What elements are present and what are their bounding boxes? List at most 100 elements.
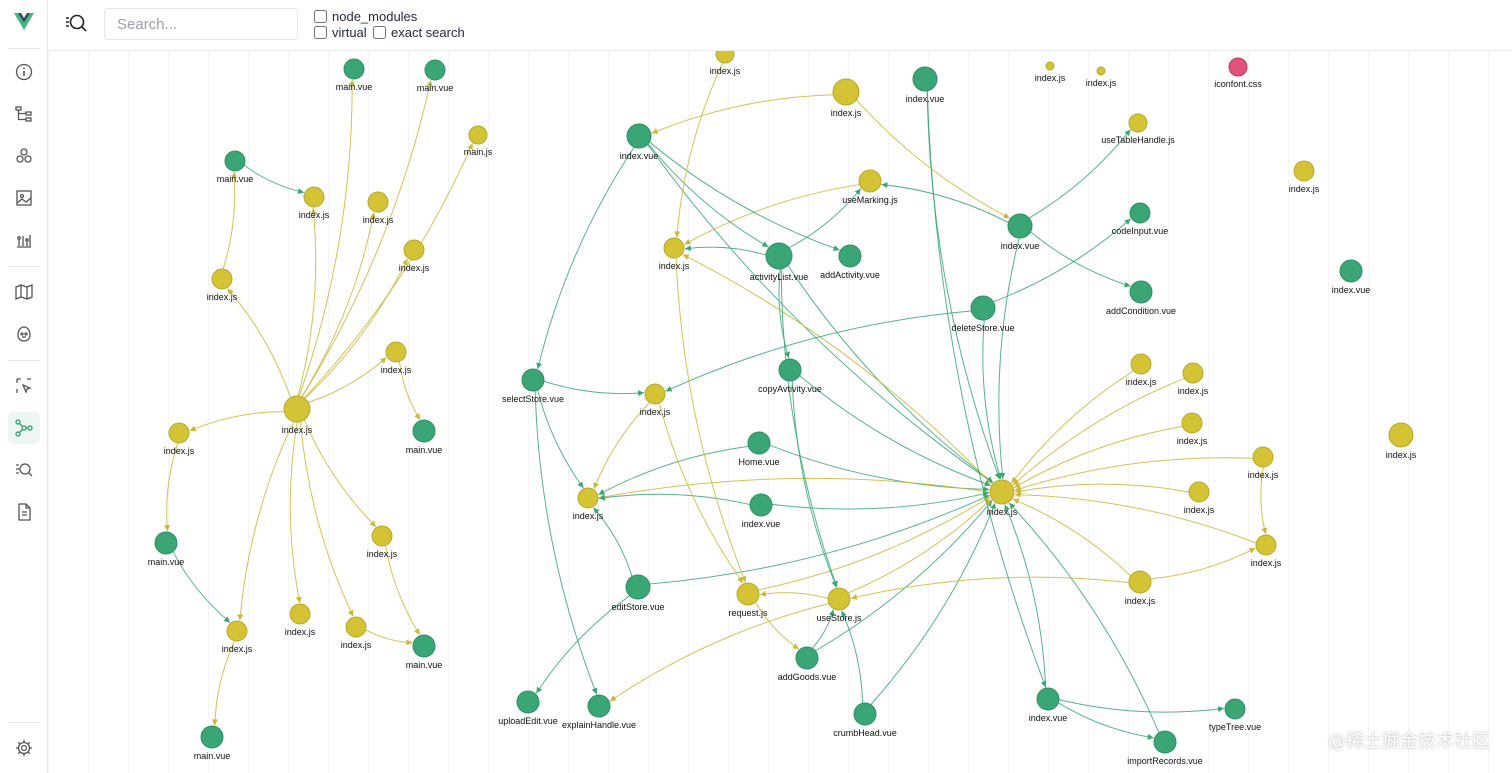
graph-node-circle[interactable] <box>283 395 311 423</box>
graph-node[interactable]: useMarking.js <box>842 169 898 205</box>
graph-node[interactable]: index.js <box>710 51 741 76</box>
graph-node[interactable]: activityList.vue <box>750 242 809 282</box>
graph-node[interactable]: main.vue <box>217 150 254 184</box>
graph-node-circle[interactable] <box>970 295 996 321</box>
graph-node-circle[interactable] <box>663 237 685 259</box>
graph-node[interactable]: index.js <box>1248 446 1279 480</box>
graph-node-circle[interactable] <box>424 59 446 81</box>
graph-node[interactable]: index.vue <box>1332 259 1371 295</box>
graph-node-circle[interactable] <box>1293 160 1315 182</box>
graph-node-circle[interactable] <box>644 383 666 405</box>
graph-node-circle[interactable] <box>1182 362 1204 384</box>
graph-node[interactable]: useTableHandle.js <box>1101 113 1175 145</box>
exact-search-checkbox[interactable] <box>373 26 386 39</box>
graph-node[interactable]: editStore.vue <box>611 574 665 612</box>
graph-node[interactable]: main.vue <box>194 725 231 761</box>
graph-node-circle[interactable] <box>154 531 178 555</box>
graph-node[interactable]: codeInput.vue <box>1112 202 1169 236</box>
graph-node-circle[interactable] <box>912 66 938 92</box>
graph-node-circle[interactable] <box>827 587 851 611</box>
graph-node[interactable]: request.js <box>728 582 768 618</box>
graph-node[interactable]: index.js <box>299 186 330 220</box>
graph-node-circle[interactable] <box>343 58 365 80</box>
search-inspect-icon[interactable] <box>8 454 40 486</box>
graph-node[interactable]: index.vue <box>742 493 781 529</box>
graph-node[interactable]: Home.vue <box>738 431 780 467</box>
graph-node[interactable]: index.js <box>399 239 430 273</box>
settings-icon[interactable] <box>8 732 40 764</box>
graph-node[interactable]: main.vue <box>406 634 443 670</box>
graph-node[interactable]: index.vue <box>906 66 945 104</box>
graph-node[interactable]: index.js <box>1086 66 1117 88</box>
graph-node[interactable]: addActivity.vue <box>820 244 880 280</box>
search-input[interactable] <box>104 8 298 40</box>
graph-node-circle[interactable] <box>625 574 651 600</box>
graph-node[interactable]: crumbHead.vue <box>833 702 897 738</box>
graph-node[interactable]: main.vue <box>417 59 454 93</box>
graph-node[interactable]: index.js <box>1251 534 1282 568</box>
components-icon[interactable] <box>8 140 40 172</box>
assets-icon[interactable] <box>8 182 40 214</box>
graph-node-circle[interactable] <box>838 244 862 268</box>
pinia-icon[interactable] <box>8 318 40 350</box>
graph-node[interactable]: index.js <box>222 620 253 654</box>
graph-node[interactable]: index.js <box>367 525 398 559</box>
graph-node[interactable]: index.vue <box>620 123 659 161</box>
graph-node[interactable]: importRecords.vue <box>1127 730 1203 766</box>
graph-node-circle[interactable] <box>626 123 652 149</box>
graph-node-circle[interactable] <box>736 582 760 606</box>
graph-node[interactable]: main.js <box>464 125 493 157</box>
graph-node-circle[interactable] <box>765 242 793 270</box>
graph-node[interactable]: main.vue <box>336 58 373 92</box>
graph-node-circle[interactable] <box>1129 280 1153 304</box>
graph-node[interactable]: index.js <box>1125 570 1156 606</box>
graph-node[interactable]: main.vue <box>148 531 185 567</box>
routes-map-icon[interactable] <box>8 276 40 308</box>
module-graph[interactable]: main.vue main.vue main.js main.vue index.js i… <box>48 51 1512 773</box>
graph-node[interactable]: index.js <box>341 616 372 650</box>
graph-node[interactable]: index.vue <box>1001 213 1040 251</box>
graph-node-circle[interactable] <box>303 186 325 208</box>
graph-node[interactable]: addCondition.vue <box>1106 280 1176 316</box>
graph-node[interactable]: selectStore.vue <box>502 368 564 404</box>
graph-node[interactable]: index.js <box>659 237 690 271</box>
graph-node-circle[interactable] <box>226 620 248 642</box>
graph-node[interactable]: deleteStore.vue <box>951 295 1015 333</box>
graph-node-circle[interactable] <box>211 268 233 290</box>
graph-node-circle[interactable] <box>795 646 819 670</box>
graph-node-circle[interactable] <box>1228 57 1248 77</box>
info-icon[interactable] <box>8 56 40 88</box>
node-modules-checkbox[interactable] <box>314 10 327 23</box>
graph-node[interactable]: index.js <box>831 78 862 118</box>
graph-node[interactable]: explainHandle.vue <box>562 694 636 730</box>
graph-node[interactable]: index.js <box>164 422 195 456</box>
graph-node[interactable]: copyAvtivity.vue <box>758 358 822 394</box>
graph-node[interactable]: index.js <box>1184 481 1215 515</box>
graph-node-circle[interactable] <box>858 169 882 193</box>
graph-node-circle[interactable] <box>367 191 389 213</box>
graph-node-circle[interactable] <box>1128 570 1152 594</box>
graph-node-circle[interactable] <box>587 694 611 718</box>
graph-node-circle[interactable] <box>1255 534 1277 556</box>
graph-node-circle[interactable] <box>749 493 773 517</box>
graph-node[interactable]: index.js <box>282 395 313 435</box>
graph-node-circle[interactable] <box>385 341 407 363</box>
graph-node-circle[interactable] <box>403 239 425 261</box>
timeline-icon[interactable] <box>8 224 40 256</box>
exact-search-option[interactable]: exact search <box>373 25 465 40</box>
graph-node-circle[interactable] <box>468 125 488 145</box>
graph-node-circle[interactable] <box>832 78 860 106</box>
graph-node[interactable]: index.js <box>1177 412 1208 446</box>
graph-node[interactable]: index.js <box>1289 160 1320 194</box>
graph-node-circle[interactable] <box>224 150 246 172</box>
graph-node-circle[interactable] <box>1252 446 1274 468</box>
graph-node[interactable]: typeTree.vue <box>1209 698 1261 732</box>
graph-node[interactable]: addGoods.vue <box>778 646 837 682</box>
graph-node[interactable]: index.js <box>207 268 238 302</box>
graph-node[interactable]: uploadEdit.vue <box>498 690 558 726</box>
graph-icon[interactable] <box>8 412 40 444</box>
graph-canvas[interactable]: main.vue main.vue main.js main.vue index.js i… <box>48 51 1512 773</box>
graph-node[interactable]: iconfont.css <box>1214 57 1262 89</box>
graph-node-circle[interactable] <box>1181 412 1203 434</box>
virtual-option[interactable]: virtual <box>314 25 367 40</box>
